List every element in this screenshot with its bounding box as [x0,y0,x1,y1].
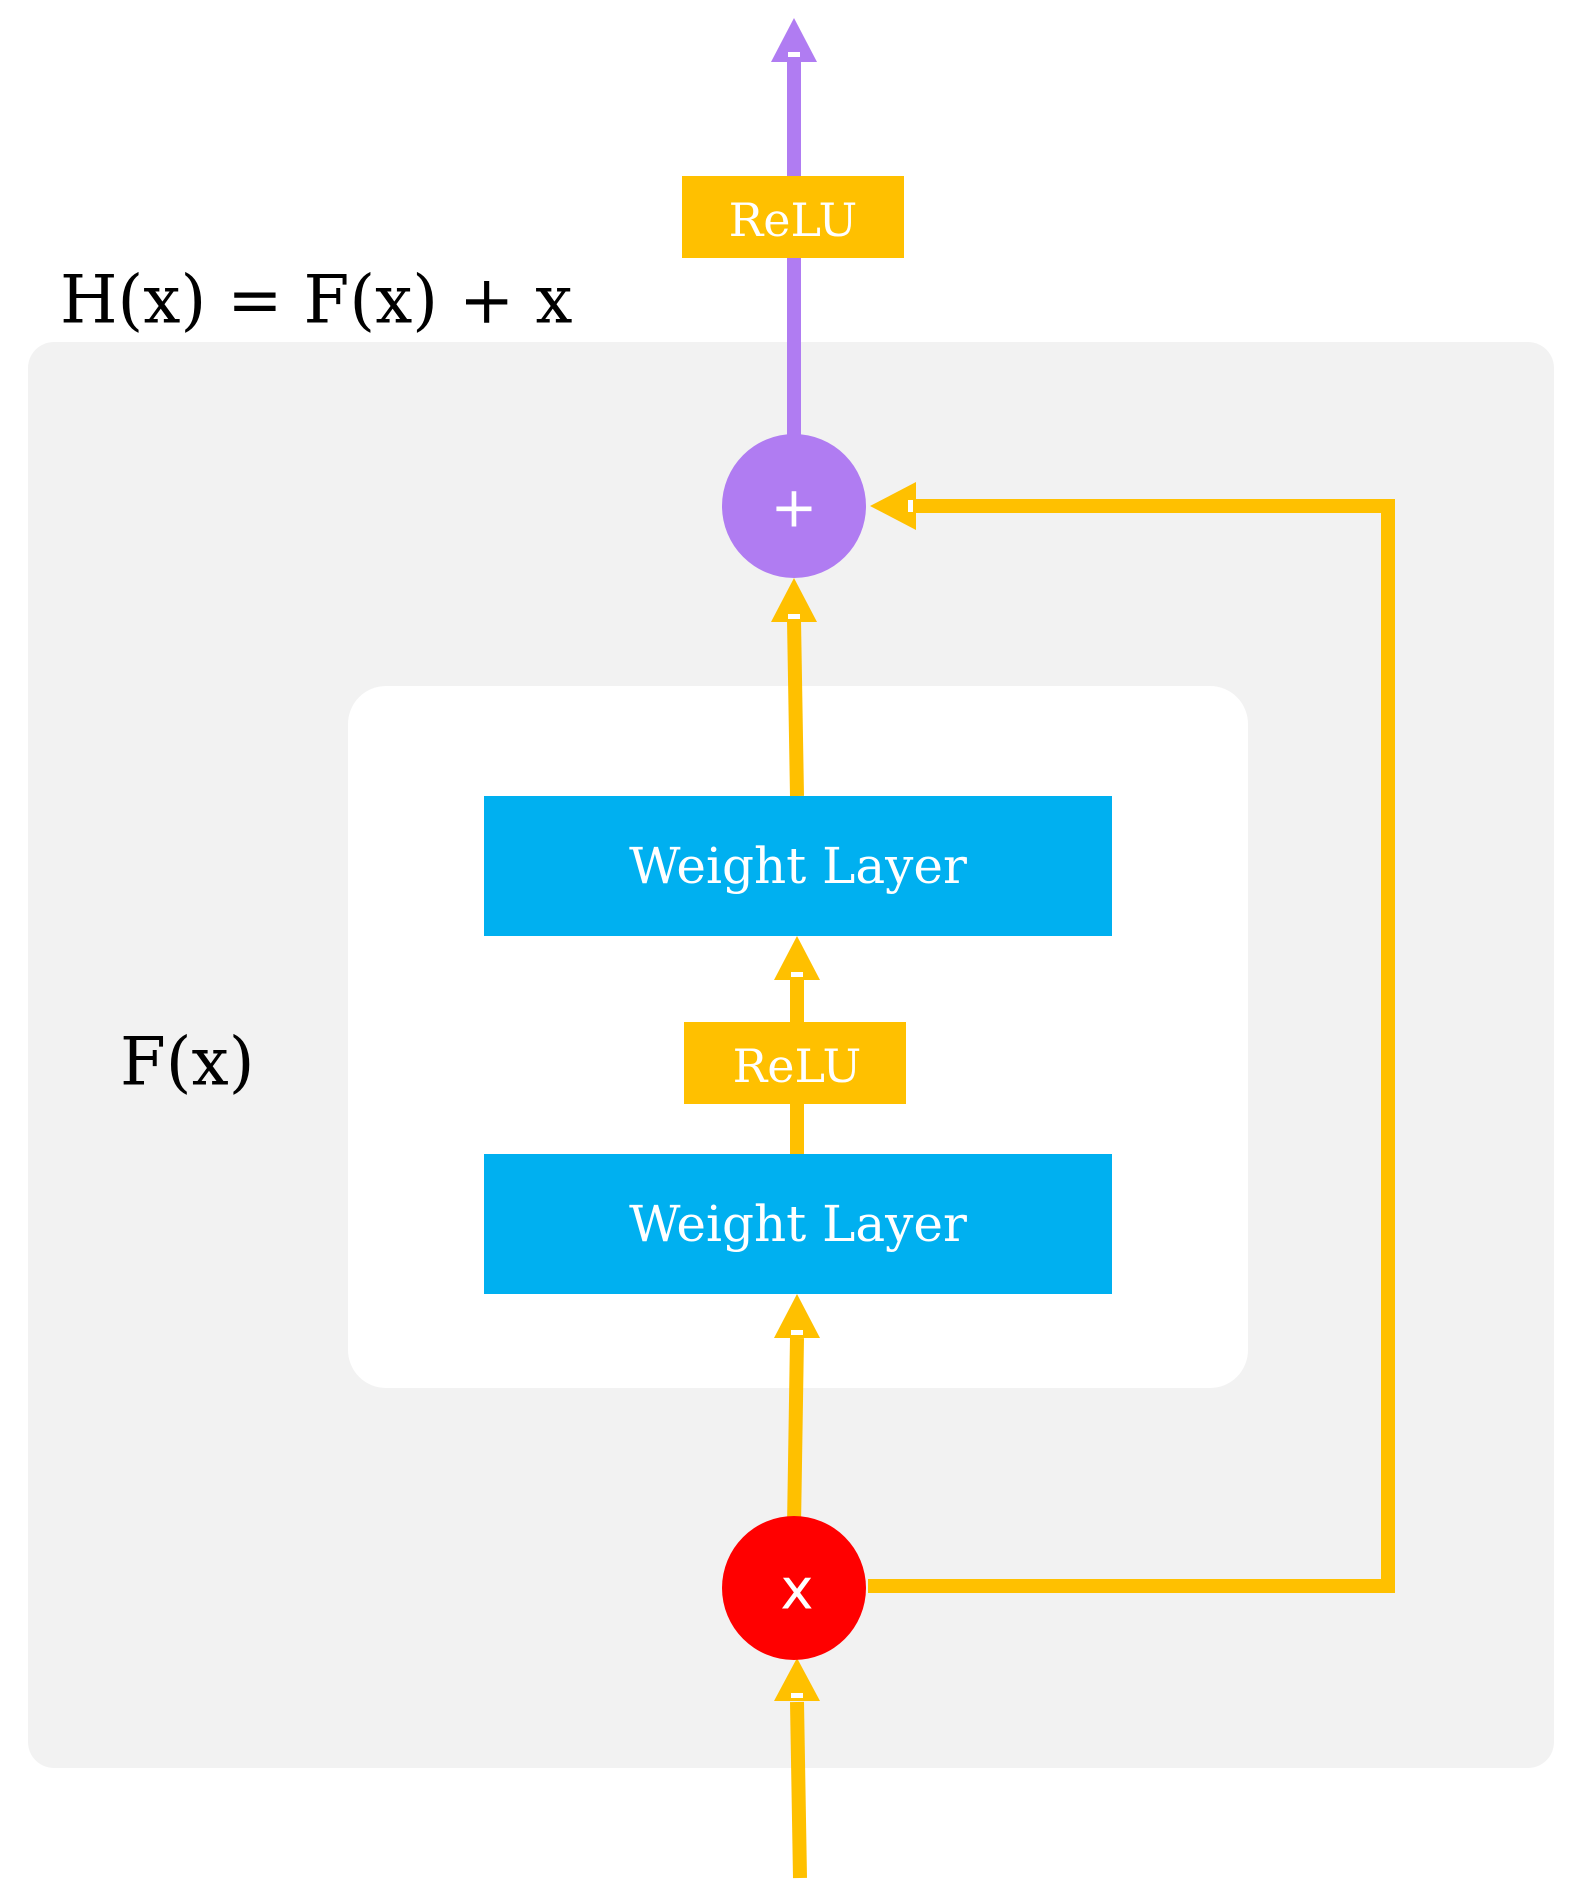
input-arrow [774,1658,820,1879]
middle-relu-label: ReLU [733,1039,862,1093]
plus-icon: + [771,476,818,541]
weight-layer-to-add-arrow [771,578,817,797]
top-relu-label: ReLU [729,193,858,247]
skip-connection-arrow [868,482,1395,1593]
residual-function-label: F(x) [120,1024,255,1101]
input-node-label: x [780,1558,813,1623]
relu-to-weight-layer-arrow [774,936,820,1026]
equation-label: H(x) = F(x) + x [60,262,573,339]
weight-layer-1-box: Weight Layer [484,1154,1112,1294]
input-to-weight-layer-arrow [774,1294,820,1527]
top-relu-box: ReLU [682,176,904,258]
input-node: x [722,1516,866,1660]
weight-layer-1-label: Weight Layer [629,1195,967,1253]
addition-node: + [722,434,866,578]
weight-layer-2-box: Weight Layer [484,796,1112,936]
middle-relu-box: ReLU [684,1022,906,1104]
weight-layer-2-label: Weight Layer [629,837,967,895]
